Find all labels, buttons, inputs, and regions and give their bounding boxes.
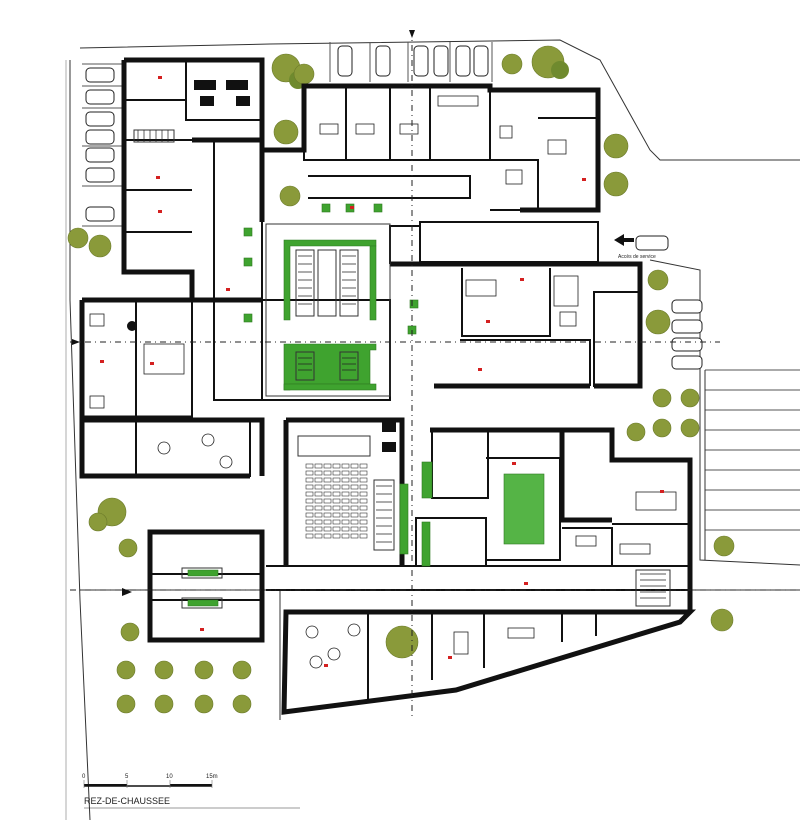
auditorium-seat: [359, 491, 368, 497]
auditorium-seat: [323, 477, 332, 483]
auditorium-seat: [323, 470, 332, 476]
auditorium-seat: [350, 470, 359, 476]
auditorium-seat: [314, 477, 323, 483]
parking-right: [635, 235, 800, 560]
scale-tick-15: 15m: [206, 774, 218, 780]
parking-left: [82, 63, 122, 227]
auditorium-seat: [305, 505, 314, 511]
auditorium-seat: [341, 498, 350, 504]
auditorium-seat: [350, 505, 359, 511]
auditorium-seat: [350, 477, 359, 483]
auditorium-seat: [341, 463, 350, 469]
auditorium-seat: [323, 505, 332, 511]
auditorium-seat: [323, 512, 332, 518]
stairs: [133, 129, 671, 609]
plan-title: REZ-DE-CHAUSSEE: [84, 796, 170, 806]
auditorium-seat: [350, 463, 359, 469]
auditorium-seat: [305, 477, 314, 483]
auditorium-seat: [332, 533, 341, 539]
auditorium-seat: [350, 498, 359, 504]
auditorium-seat: [359, 498, 368, 504]
section-axes: [70, 30, 800, 720]
auditorium-seat: [332, 512, 341, 518]
auditorium-seat: [350, 519, 359, 525]
auditorium-seat: [350, 526, 359, 532]
auditorium-seat: [323, 491, 332, 497]
auditorium-seat: [359, 512, 368, 518]
auditorium-seat: [305, 512, 314, 518]
central-garden: [243, 203, 419, 397]
auditorium-seat: [341, 505, 350, 511]
auditorium-seat: [350, 533, 359, 539]
auditorium-seat: [332, 505, 341, 511]
auditorium-seat: [332, 519, 341, 525]
auditorium-seat: [341, 477, 350, 483]
auditorium-seat: [359, 477, 368, 483]
auditorium-seat: [314, 498, 323, 504]
furniture: [89, 80, 677, 669]
auditorium-seat: [332, 498, 341, 504]
auditorium-seat: [341, 512, 350, 518]
auditorium-seat: [305, 526, 314, 532]
patio: [399, 461, 545, 567]
auditorium-seat: [341, 519, 350, 525]
room-markers: [100, 76, 664, 667]
auditorium-seat: [314, 519, 323, 525]
auditorium-seat: [314, 484, 323, 490]
auditorium-seat: [332, 491, 341, 497]
auditorium-seat: [314, 491, 323, 497]
auditorium-seat: [341, 470, 350, 476]
auditorium-seat: [314, 533, 323, 539]
auditorium-seat: [350, 512, 359, 518]
interior-walls: [124, 62, 690, 700]
scale-bar: 0 5 10 15m: [82, 774, 218, 788]
service-access-arrow: Accès de service: [614, 234, 656, 260]
auditorium-seat: [314, 526, 323, 532]
auditorium-seat: [332, 484, 341, 490]
auditorium-seat: [359, 470, 368, 476]
auditorium-seat: [359, 533, 368, 539]
auditorium-seat: [341, 526, 350, 532]
trees: [67, 45, 735, 714]
auditorium-seat: [359, 484, 368, 490]
auditorium-seat: [305, 498, 314, 504]
auditorium-seat: [305, 533, 314, 539]
auditorium-seat: [305, 463, 314, 469]
auditorium-seat: [350, 491, 359, 497]
scale-tick-5: 5: [125, 774, 129, 780]
auditorium-seat: [359, 505, 368, 511]
auditorium-seat: [359, 519, 368, 525]
auditorium-seat: [323, 526, 332, 532]
parking-top: [329, 42, 493, 82]
auditorium-seat: [332, 526, 341, 532]
auditorium-seat: [323, 498, 332, 504]
auditorium: [297, 422, 396, 551]
auditorium-seat: [332, 463, 341, 469]
auditorium-seat: [323, 519, 332, 525]
auditorium-seat: [350, 484, 359, 490]
auditorium-seat: [314, 470, 323, 476]
auditorium-seat: [323, 484, 332, 490]
auditorium-seat: [314, 463, 323, 469]
scale-tick-0: 0: [82, 774, 86, 780]
auditorium-seat: [332, 470, 341, 476]
auditorium-seat: [305, 491, 314, 497]
auditorium-seat: [314, 512, 323, 518]
scale-tick-10: 10: [166, 774, 173, 780]
auditorium-seat: [341, 491, 350, 497]
auditorium-seat: [359, 526, 368, 532]
auditorium-seat: [305, 470, 314, 476]
auditorium-seat: [323, 463, 332, 469]
service-access-label: Accès de service: [618, 254, 656, 260]
auditorium-seat: [332, 477, 341, 483]
auditorium-seat: [305, 484, 314, 490]
entrance-arrow: [122, 588, 132, 596]
auditorium-seat: [323, 533, 332, 539]
auditorium-seat: [359, 463, 368, 469]
auditorium-seat: [341, 533, 350, 539]
auditorium-seat: [341, 484, 350, 490]
auditorium-seat: [305, 519, 314, 525]
auditorium-seat: [314, 505, 323, 511]
